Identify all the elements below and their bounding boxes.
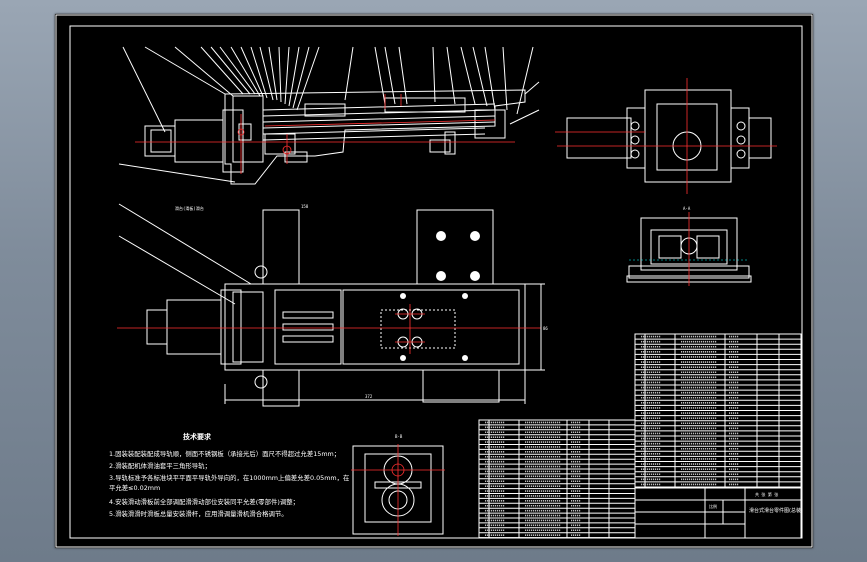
bottom-view: B-B	[351, 434, 445, 536]
sheet-label: 共 张 第 张	[755, 491, 778, 497]
tech-requirements-title: 技术要求	[183, 432, 212, 441]
outer-border	[55, 14, 813, 548]
section-label: A-A	[683, 206, 691, 211]
tech-line-2: 2.滑装配机体滑油套平三角形导轨；	[109, 461, 211, 470]
drawing-name: 滑台式滑台零件图(总装)	[749, 507, 803, 514]
bottom-view-label: B-B	[395, 434, 403, 439]
side-view: 滑台(滑板)滑台	[118, 46, 540, 211]
end-view	[555, 78, 777, 194]
view-caption: 滑台(滑板)滑台	[175, 205, 204, 211]
plan-view: 372 86 158	[117, 203, 548, 407]
dimension-width: 86	[543, 326, 548, 331]
parts-list-upper	[634, 333, 802, 488]
inner-border	[69, 25, 803, 539]
tech-line-6: 5.滑装滑滑时滑板总量安装滑杆，应用滑调量滑机滑合格调节。	[109, 509, 288, 518]
dimension-length: 372	[365, 394, 373, 399]
tech-line-3: 3.导轨标准予各标准块平平面平导轨外导向的，在1000mm上偏差允差0.05mm…	[109, 473, 349, 482]
drawing-sheet: 滑台(滑板)滑台 A-A	[55, 14, 813, 548]
parts-list-lower	[478, 419, 636, 539]
tech-requirements: 技术要求 1.固装装配装配成导轨顺，侧面不锈钢板（承接光后）面尺不得超过允差15…	[109, 432, 349, 518]
section-view: A-A	[626, 206, 752, 286]
scale-label: 比例	[709, 503, 717, 509]
title-block: 滑台式滑台零件图(总装) 比例 共 张 第 张	[634, 487, 803, 539]
tech-line-1: 1.固装装配装配成导轨顺，侧面不锈钢板（承接光后）面尺不得超过允差15mm；	[109, 449, 340, 458]
cad-drawing: 滑台(滑板)滑台 A-A	[55, 14, 813, 548]
tech-line-5: 4.安装滑动滑板前全部调配滑滑动部位安装同平允差(零部件)调整；	[109, 497, 299, 506]
callout-leaders	[118, 46, 540, 183]
tech-line-4: 平允差≤0.02mm	[109, 483, 160, 492]
dimension-top: 158	[301, 204, 309, 209]
